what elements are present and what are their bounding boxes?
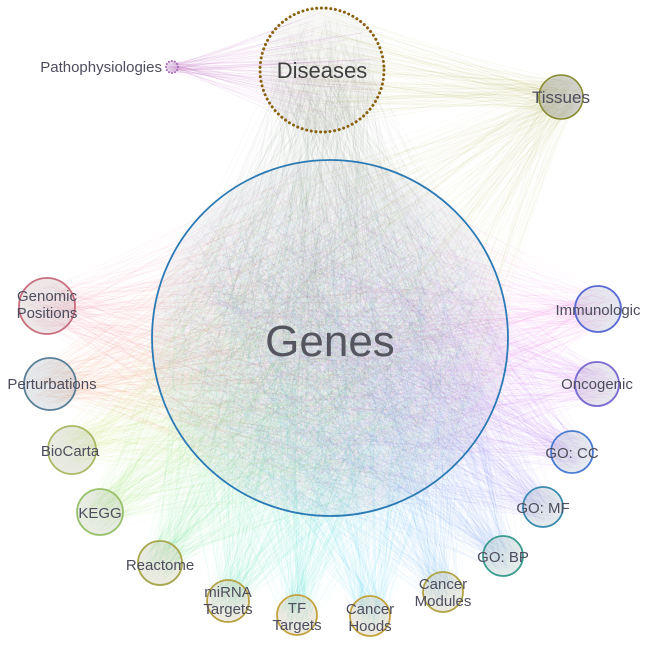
label-mirna_targets-line2: Targets [203,601,252,618]
label-tf_targets-line2: Targets [272,617,321,634]
node-reactome[interactable] [137,540,183,586]
label-genomic_positions-line2: Positions [17,305,78,322]
bundle-tissues-to-diseases [269,12,580,129]
bundle-cancer_modules-to-genes [157,168,491,609]
label-perturbations: Perturbations [7,376,96,393]
label-kegg: KEGG [78,505,121,522]
label-go_bp: GO: BP [477,549,529,566]
node-diseases[interactable] [258,6,386,134]
label-cancer_hoods-line1: Cancer [346,601,394,618]
label-mirna_targets-line1: miRNA [204,584,252,601]
node-kegg[interactable] [76,488,124,536]
node-labels: Genes Diseases PathophysiologiesTissuesGen… [7,58,641,635]
label-pathophysiologies: Pathophysiologies [40,59,162,76]
node-perturbations[interactable] [23,357,77,411]
label-reactome: Reactome [126,557,194,574]
node-pathophysiologies[interactable] [165,60,179,74]
label-tissues: Tissues [532,88,590,107]
node-go_bp[interactable] [482,535,524,577]
node-mirna_targets[interactable] [206,579,250,623]
node-immunologic[interactable] [574,285,622,333]
node-tissues[interactable] [538,74,584,120]
label-cancer_modules-line1: Cancer [419,576,467,593]
bundle-oncogenic-to-genes [157,167,616,506]
bundle-tf_targets-to-genes [165,165,498,632]
label-go_mf: GO: MF [516,500,569,517]
node-tf_targets[interactable] [276,594,318,636]
node-genomic_positions[interactable] [18,277,76,335]
bundle-biocarta-to-genes [51,166,501,504]
bundle-genes-to-genes [159,166,504,512]
label-tf_targets-line1: TF [288,600,306,617]
bundle-go_cc-to-genes [159,166,590,501]
label-genes: Genes [265,317,395,366]
node-cancer_hoods[interactable] [349,595,391,637]
node-genes[interactable] [151,159,509,517]
bundle-diseases-to-genes [163,18,497,509]
bundle-mirna_targets-to-genes [161,167,499,618]
node-go_cc[interactable] [550,430,594,474]
label-immunologic: Immunologic [555,302,641,319]
bundle-genomic_positions-to-genes [24,166,485,509]
bundle-tissues-to-genes [166,79,579,505]
label-cancer_hoods-line2: Hoods [348,618,391,635]
edge-bundles [24,11,618,633]
label-go_cc: GO: CC [545,445,599,462]
label-oncogenic: Oncogenic [561,376,633,393]
node-go_mf[interactable] [522,486,564,528]
bundle-reactome-to-genes [141,168,501,582]
node-biocarta[interactable] [47,425,97,475]
label-diseases: Diseases [277,58,367,83]
node-cancer_modules[interactable] [422,571,464,613]
label-genomic_positions-line1: Genomic [17,288,78,305]
bundle-immunologic-to-genes [165,169,618,508]
node-oncogenic[interactable] [574,361,620,407]
bundle-go_bp-to-genes [173,168,520,573]
bundle-pathophysiologies-to-diseases [167,11,381,124]
bundle-cancer_hoods-to-genes [160,167,504,633]
label-cancer_modules-line2: Modules [415,593,472,610]
bundle-go_mf-to-genes [157,187,560,524]
bundle-kegg-to-genes [80,171,499,531]
label-biocarta: BioCarta [41,443,100,460]
node-circles [18,6,622,637]
bundle-perturbations-to-genes [29,169,499,511]
